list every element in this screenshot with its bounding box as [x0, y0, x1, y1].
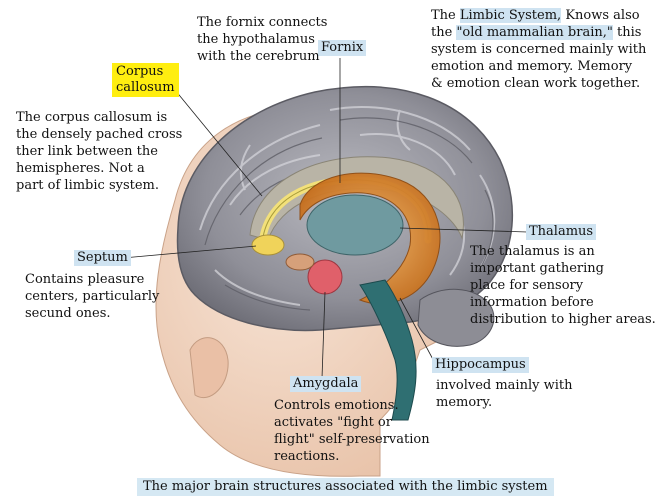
corpus-callosum-label: Corpus callosum — [112, 63, 179, 97]
old-mammalian-brain-term: "old mammalian brain," — [456, 25, 612, 40]
limbic-note-mid1: Knows also — [561, 8, 639, 23]
limbic-note-pre1: The — [431, 8, 460, 23]
thalamus-label: Thalamus — [526, 224, 596, 240]
hippocampus-label: Hippocampus — [432, 357, 529, 373]
hippocampus-note: involved mainly with memory. — [436, 377, 572, 411]
limbic-note-pre2: the — [431, 25, 456, 40]
septum-label: Septum — [74, 250, 131, 266]
limbic-system-term: Limbic System, — [460, 8, 561, 23]
figure-caption: The major brain structures associated wi… — [137, 478, 554, 496]
fornix-note: The fornix connects the hypothalamus wit… — [197, 14, 327, 65]
limbic-system-note: The Limbic System, Knows also the "old m… — [431, 7, 656, 92]
limbic-note-post2: this — [613, 25, 642, 40]
corpus-callosum-note: The corpus callosum is the densely pache… — [16, 109, 182, 194]
septum-note: Contains pleasure centers, particularly … — [25, 271, 159, 322]
septum-shape — [252, 235, 284, 255]
hypothalamus-shape — [286, 254, 314, 270]
amygdala-label: Amygdala — [290, 376, 361, 392]
thalamus-shape — [307, 195, 403, 255]
limbic-note-rest: system is concerned mainly with emotion … — [431, 42, 646, 91]
thalamus-note: The thalamus is an important gathering p… — [470, 243, 656, 328]
amygdala-note: Controls emotions. activates "fight or f… — [274, 397, 430, 465]
